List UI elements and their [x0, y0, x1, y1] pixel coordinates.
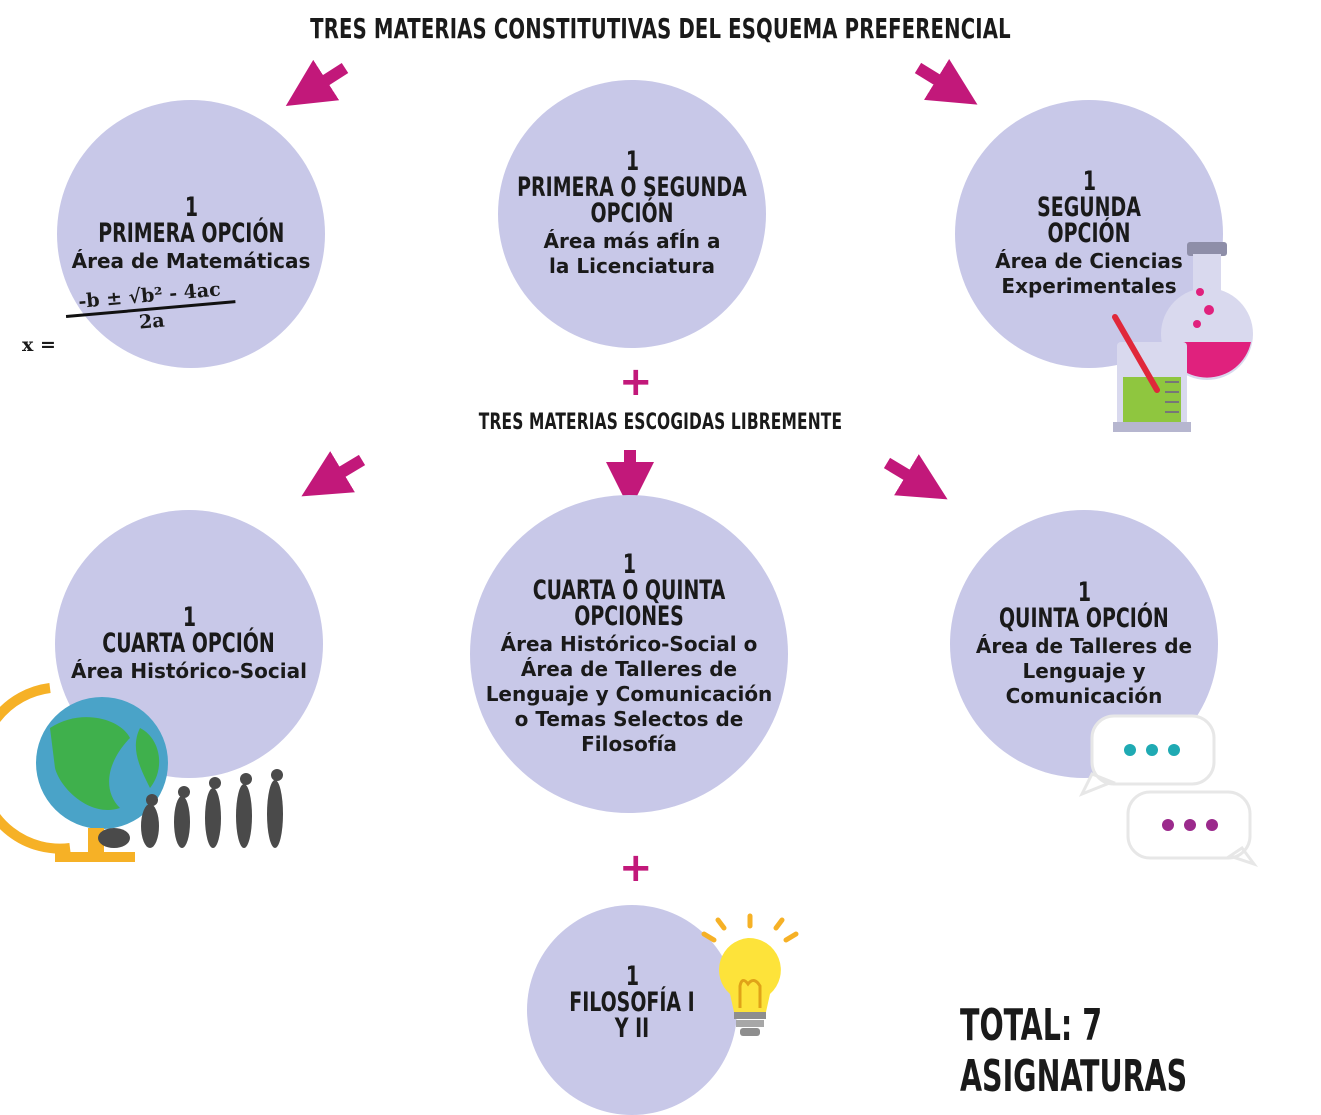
area-label: Área Histórico-Social o Área de Talleres… [485, 631, 773, 756]
count-label: 1 [184, 191, 198, 223]
option-label: PRIMERA O SEGUNDA OPCIÓN [517, 172, 747, 229]
lab-flask-icon [1112, 242, 1253, 432]
area-label: Área de Matemáticas [71, 248, 311, 273]
count-label: 1 [625, 961, 639, 992]
area-label: Área de Ciencias Experimentales [995, 249, 1183, 298]
middle-title: TRES MATERIAS ESCOGIDAS LIBREMENTE [478, 410, 843, 435]
count-label: 1 [1082, 166, 1096, 197]
quadratic-formula-icon: x = -b ± √b² - 4ac 2a [22, 278, 236, 364]
area-label: Área más afÍn a la Licenciatura [543, 229, 721, 278]
count-label: 1 [182, 601, 196, 633]
option-label: SEGUNDA OPCIÓN [1037, 192, 1141, 249]
circle-filosofia: 1 FILOSOFÍA I Y II [527, 905, 737, 1115]
globe-evolution-icon [0, 683, 283, 862]
area-label: Área de Talleres de Lenguaje y Comunicac… [975, 633, 1193, 708]
option-label: QUINTA OPCIÓN [999, 602, 1169, 634]
option-label: FILOSOFÍA I Y II [569, 987, 695, 1044]
main-title: TRES MATERIAS CONSTITUTIVAS DEL ESQUEMA … [310, 12, 1011, 45]
circle-primera-opcion: 1 PRIMERA OPCIÓN Área de Matemáticas [57, 100, 325, 368]
arrow-left-top [285, 59, 349, 106]
area-label: Área Histórico-Social [71, 658, 307, 683]
count-label: 1 [622, 548, 636, 580]
plus-sign-bottom: + [619, 845, 653, 891]
lightbulb-icon [701, 913, 799, 1036]
total-label: TOTAL: 7 ASIGNATURAS [960, 1000, 1188, 1102]
option-label: CUARTA OPCIÓN [102, 627, 276, 659]
option-label: PRIMERA OPCIÓN [97, 217, 285, 249]
plus-sign-top: + [619, 359, 653, 405]
arrow-right-top [914, 58, 978, 105]
arrow-left-mid [301, 451, 366, 497]
formula-lhs: x = [22, 334, 56, 356]
count-label: 1 [625, 146, 639, 177]
option-label: CUARTA O QUINTA OPCIONES [532, 574, 726, 632]
arrow-right-mid [883, 454, 948, 500]
count-label: 1 [1077, 576, 1091, 608]
chat-bubbles-icon [1078, 714, 1259, 867]
circle-primera-segunda-opcion: 1 PRIMERA O SEGUNDA OPCIÓN Área más afÍn… [498, 80, 766, 348]
circle-cuarta-quinta-opciones: 1 CUARTA O QUINTA OPCIONES Área Históric… [470, 495, 788, 813]
